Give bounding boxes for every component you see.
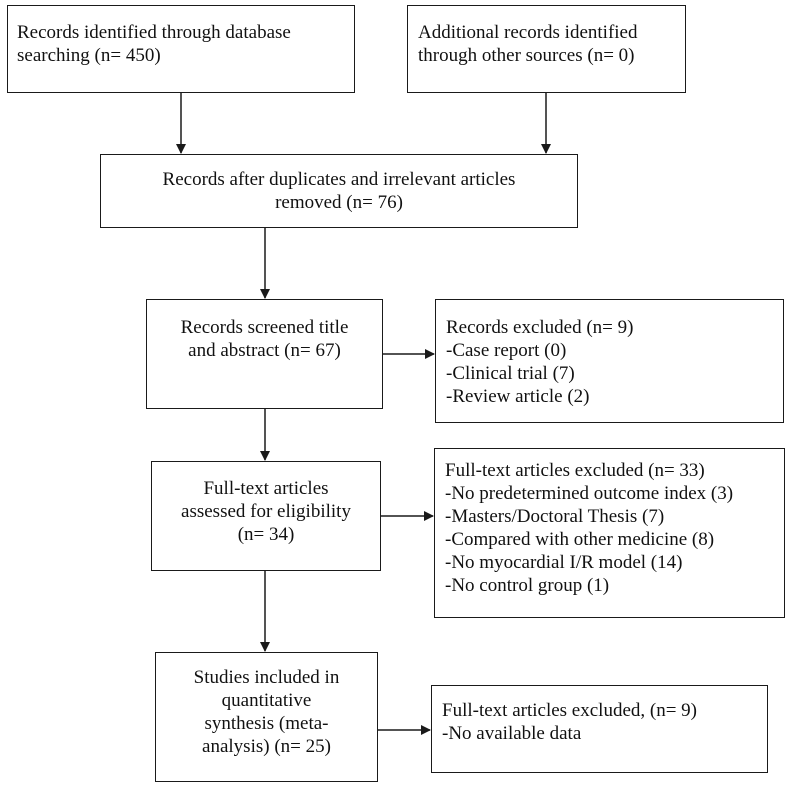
box-line: Additional records identified (418, 22, 638, 43)
box-line: Full-text articles excluded (n= 33) (445, 460, 705, 481)
box-line: Records excluded (n= 9) (446, 317, 634, 338)
box-fulltext-assessed: Full-text articles assessed for eligibil… (151, 461, 381, 571)
box-line: -No available data (442, 723, 582, 744)
box-line: Full-text articles excluded, (n= 9) (442, 700, 697, 721)
box-records-after-duplicates: Records after duplicates and irrelevant … (100, 154, 578, 228)
box-line: through other sources (n= 0) (418, 45, 635, 66)
box-line: analysis) (n= 25) (202, 736, 331, 757)
box-line: Records identified through database (17, 22, 291, 43)
box-line: (n= 34) (237, 524, 295, 545)
box-line: -No myocardial I/R model (14) (445, 552, 683, 573)
box-line: -Masters/Doctoral Thesis (7) (445, 506, 665, 527)
box-fulltext-excluded: Full-text articles excluded (n= 33) -No … (434, 448, 785, 618)
box-no-data-excluded: Full-text articles excluded, (n= 9) -No … (431, 685, 768, 773)
box-records-excluded: Records excluded (n= 9) -Case report (0)… (435, 299, 784, 423)
box-line: Records after duplicates and irrelevant … (162, 169, 516, 190)
box-records-identified: Records identified through database sear… (7, 5, 355, 93)
box-line: searching (n= 450) (17, 45, 161, 66)
box-line: Full-text articles (203, 478, 329, 499)
box-line: -Compared with other medicine (8) (445, 529, 715, 550)
box-records-screened: Records screened title and abstract (n= … (146, 299, 383, 409)
box-line: and abstract (n= 67) (188, 340, 341, 361)
box-line: Records screened title (180, 317, 349, 338)
box-line: -No predetermined outcome index (3) (445, 483, 734, 504)
box-studies-included: Studies included in quantitative synthes… (155, 652, 378, 782)
box-line: -Case report (0) (446, 340, 567, 361)
box-line: quantitative (221, 690, 312, 711)
box-line: synthesis (meta- (204, 713, 329, 734)
box-additional-records: Additional records identified through ot… (407, 5, 686, 93)
box-line: -No control group (1) (445, 575, 610, 596)
box-line: assessed for eligibility (181, 501, 351, 522)
box-line: -Review article (2) (446, 386, 590, 407)
box-line: Studies included in (193, 667, 340, 688)
box-line: removed (n= 76) (275, 192, 403, 213)
box-line: -Clinical trial (7) (446, 363, 575, 384)
